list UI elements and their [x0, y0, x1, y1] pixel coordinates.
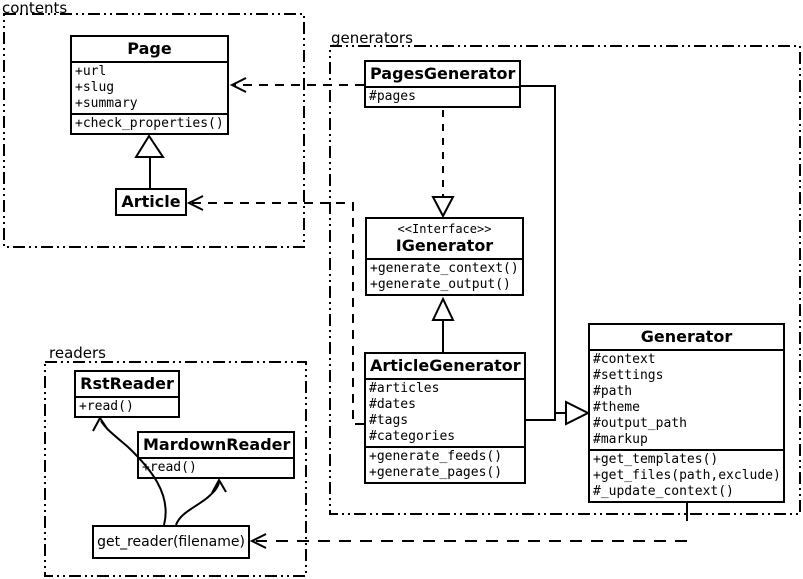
attributes-section: #articles #dates #tags #categories	[366, 378, 524, 446]
attribute: #context	[593, 352, 656, 367]
method: +read()	[142, 460, 197, 475]
attribute: #categories	[369, 429, 456, 444]
method: +generate_context()	[370, 261, 519, 276]
package-readers-frame	[44, 361, 307, 577]
class-rst-reader[interactable]: RstReader +read()	[74, 370, 180, 418]
methods-section: +read()	[76, 396, 178, 416]
class-igenerator[interactable]: <<Interface>> IGenerator +generate_conte…	[365, 217, 524, 296]
class-title: Page	[127, 39, 172, 58]
attribute: +summary	[75, 96, 138, 111]
method: +generate_pages()	[369, 465, 503, 480]
class-article-generator[interactable]: ArticleGenerator #articles #dates #tags …	[364, 352, 526, 484]
method: +check_properties()	[75, 116, 224, 131]
methods-section: +check_properties()	[72, 113, 227, 133]
method: +get_templates()	[593, 452, 719, 467]
attributes-section: +url +slug +summary	[72, 61, 227, 113]
package-label-contents: contents	[2, 0, 68, 17]
class-generator[interactable]: Generator #context #settings #path #them…	[588, 323, 785, 503]
class-page[interactable]: Page +url +slug +summary +check_properti…	[70, 35, 229, 135]
class-title: Generator	[640, 327, 733, 346]
methods-section: +generate_feeds() +generate_pages()	[366, 446, 524, 482]
method: +get_files(path,exclude)	[593, 468, 781, 483]
class-title: Article	[121, 192, 181, 211]
class-article[interactable]: Article	[115, 188, 187, 216]
function-get-reader[interactable]: get_reader(filename)	[92, 525, 250, 559]
attribute: #theme	[593, 400, 640, 415]
attribute: #tags	[369, 413, 409, 428]
attribute: #path	[593, 384, 633, 399]
class-title: MardownReader	[143, 435, 291, 454]
attribute: #articles	[369, 381, 440, 396]
package-label-generators: generators	[331, 29, 413, 47]
methods-section: +generate_context() +generate_output()	[367, 258, 522, 294]
package-contents-frame	[3, 13, 305, 248]
class-title: IGenerator	[395, 236, 494, 255]
attribute: #output_path	[593, 416, 687, 431]
attribute: #markup	[593, 432, 648, 447]
class-title: ArticleGenerator	[370, 356, 521, 375]
method: +read()	[79, 399, 134, 414]
method: +generate_output()	[370, 277, 511, 292]
class-title: RstReader	[80, 374, 174, 393]
attributes-section: #context #settings #path #theme #output_…	[590, 349, 783, 449]
class-mardown-reader[interactable]: MardownReader +read()	[137, 431, 295, 479]
method: +generate_feeds()	[369, 449, 503, 464]
attributes-section: #pages	[366, 86, 519, 106]
class-stereotype: <<Interface>>	[397, 222, 492, 236]
attribute: #settings	[593, 368, 664, 383]
attribute: #pages	[369, 89, 416, 104]
attribute: #dates	[369, 397, 416, 412]
method: #_update_context()	[593, 484, 734, 499]
class-title: PagesGenerator	[370, 64, 516, 83]
attribute: +url	[75, 64, 107, 79]
methods-section: +read()	[139, 457, 293, 477]
class-pages-generator[interactable]: PagesGenerator #pages	[364, 60, 521, 108]
package-label-readers: readers	[49, 344, 106, 362]
attribute: +slug	[75, 80, 115, 95]
methods-section: +get_templates() +get_files(path,exclude…	[590, 449, 783, 501]
